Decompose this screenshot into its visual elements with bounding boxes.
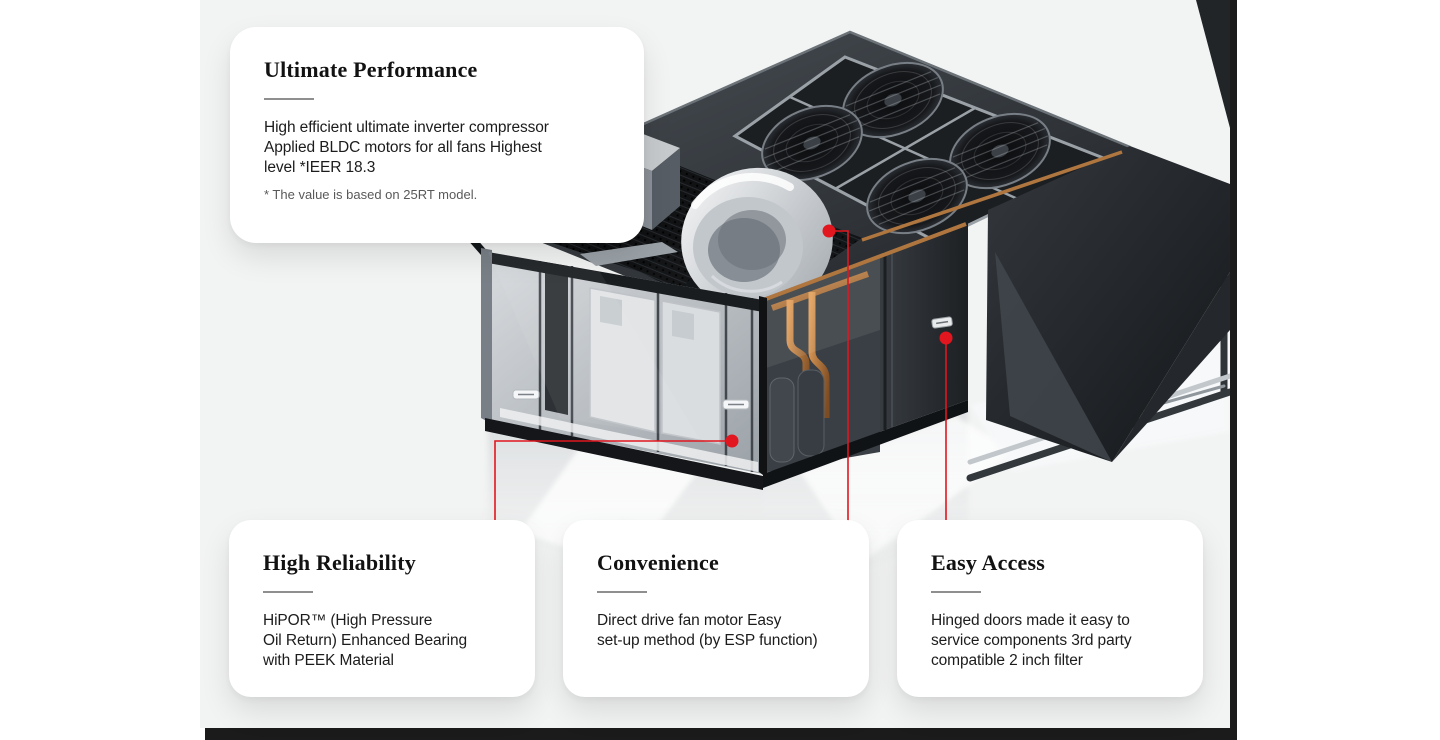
body-line: Hinged doors made it easy to xyxy=(931,612,1130,629)
body-line: Applied BLDC motors for all fans Highest xyxy=(264,139,542,156)
title-divider xyxy=(264,98,314,100)
card-body: Direct drive fan motor Easy set-up metho… xyxy=(597,611,835,651)
feature-card-reliability: High Reliability HiPOR™ (High Pressure O… xyxy=(229,520,535,697)
card-body: HiPOR™ (High Pressure Oil Return) Enhanc… xyxy=(263,611,501,671)
title-divider xyxy=(597,591,647,593)
body-line: compatible 2 inch filter xyxy=(931,652,1083,669)
card-body: High efficient ultimate inverter compres… xyxy=(264,118,610,178)
title-divider xyxy=(263,591,313,593)
feature-card-performance: Ultimate Performance High efficient ulti… xyxy=(230,27,644,243)
feature-card-convenience: Convenience Direct drive fan motor Easy … xyxy=(563,520,869,697)
card-body: Hinged doors made it easy to service com… xyxy=(931,611,1169,671)
body-line: set-up method (by ESP function) xyxy=(597,632,818,649)
body-line: service components 3rd party xyxy=(931,632,1132,649)
card-title: High Reliability xyxy=(263,550,416,575)
feature-card-access: Easy Access Hinged doors made it easy to… xyxy=(897,520,1203,697)
card-title: Easy Access xyxy=(931,550,1046,575)
body-line: HiPOR™ (High Pressure xyxy=(263,612,433,629)
title-divider xyxy=(931,591,981,593)
body-line: level *IEER 18.3 xyxy=(264,159,376,176)
body-line: with PEEK Material xyxy=(263,652,394,669)
body-line: High efficient ultimate inverter compres… xyxy=(264,119,549,136)
card-footnote: * The value is based on 25RT model. xyxy=(264,187,478,202)
card-title: Ultimate Performance xyxy=(264,57,478,82)
card-title: Convenience xyxy=(597,550,719,575)
body-line: Direct drive fan motor Easy xyxy=(597,612,782,629)
body-line: Oil Return) Enhanced Bearing xyxy=(263,632,467,649)
